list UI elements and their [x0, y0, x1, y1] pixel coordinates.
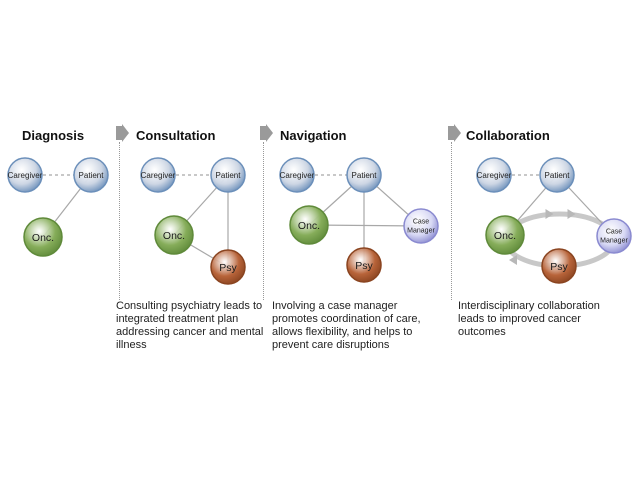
node-circle	[476, 157, 512, 193]
cycle-arrowhead-icon	[509, 255, 517, 265]
node-psy: Psy	[210, 249, 246, 285]
node-circle	[154, 215, 194, 255]
node-label: Case	[606, 228, 622, 235]
node-label: Caregiver	[477, 171, 512, 180]
node-label: Patient	[79, 171, 105, 180]
stage-divider	[119, 142, 120, 300]
node-label: Psy	[219, 262, 237, 274]
node-label: Onc.	[298, 220, 320, 232]
stage-title: Collaboration	[466, 128, 550, 143]
node-psy: Psy	[541, 248, 577, 284]
node-label: Psy	[355, 260, 373, 272]
node-circle	[23, 217, 63, 257]
node-patient: Patient	[73, 157, 109, 193]
stage-divider	[451, 142, 452, 300]
node-circle	[210, 157, 246, 193]
node-label: Caregiver	[8, 171, 43, 180]
node-caregiver: Caregiver	[476, 157, 512, 193]
stage-description: Interdisciplinary collaboration leads to…	[458, 300, 600, 338]
node-caregiver: Caregiver	[7, 157, 43, 193]
node-onc: Onc.	[289, 205, 329, 245]
node-label: Case	[413, 218, 429, 225]
node-circle	[73, 157, 109, 193]
node-onc: Onc.	[154, 215, 194, 255]
node-label: Onc.	[32, 232, 54, 244]
node-circle	[596, 218, 632, 254]
node-label: Manager	[600, 237, 628, 244]
node-patient: Patient	[210, 157, 246, 193]
node-circle	[541, 248, 577, 284]
node-circle	[140, 157, 176, 193]
node-patient: Patient	[539, 157, 575, 193]
stage-title: Consultation	[136, 128, 216, 143]
node-circle	[485, 215, 525, 255]
node-circle	[346, 247, 382, 283]
node-psy: Psy	[346, 247, 382, 283]
node-patient: Patient	[346, 157, 382, 193]
node-circle	[403, 208, 439, 244]
node-circle	[210, 249, 246, 285]
node-onc: Onc.	[485, 215, 525, 255]
node-onc: Onc.	[23, 217, 63, 257]
node-label: Patient	[352, 171, 378, 180]
node-label: Psy	[550, 261, 568, 273]
stage-divider	[263, 142, 264, 300]
node-circle	[346, 157, 382, 193]
node-label: Caregiver	[141, 171, 176, 180]
node-circle	[279, 157, 315, 193]
node-caregiver: Caregiver	[140, 157, 176, 193]
stage-description: Consulting psychiatry leads to integrate…	[116, 300, 264, 351]
cycle-arrowhead-icon	[567, 209, 576, 219]
node-label: Manager	[407, 227, 435, 234]
stage-title: Diagnosis	[22, 128, 85, 143]
stage-title: Navigation	[280, 128, 347, 143]
node-label: Caregiver	[280, 171, 315, 180]
node-label: Onc.	[163, 230, 185, 242]
cycle-arrowhead-icon	[545, 209, 554, 219]
node-label: Onc.	[494, 230, 516, 242]
node-circle	[539, 157, 575, 193]
node-label: Patient	[216, 171, 242, 180]
node-caregiver: Caregiver	[279, 157, 315, 193]
stage-description: Involving a case manager promotes coordi…	[272, 300, 421, 351]
node-circle	[289, 205, 329, 245]
node-label: Patient	[545, 171, 571, 180]
node-circle	[7, 157, 43, 193]
